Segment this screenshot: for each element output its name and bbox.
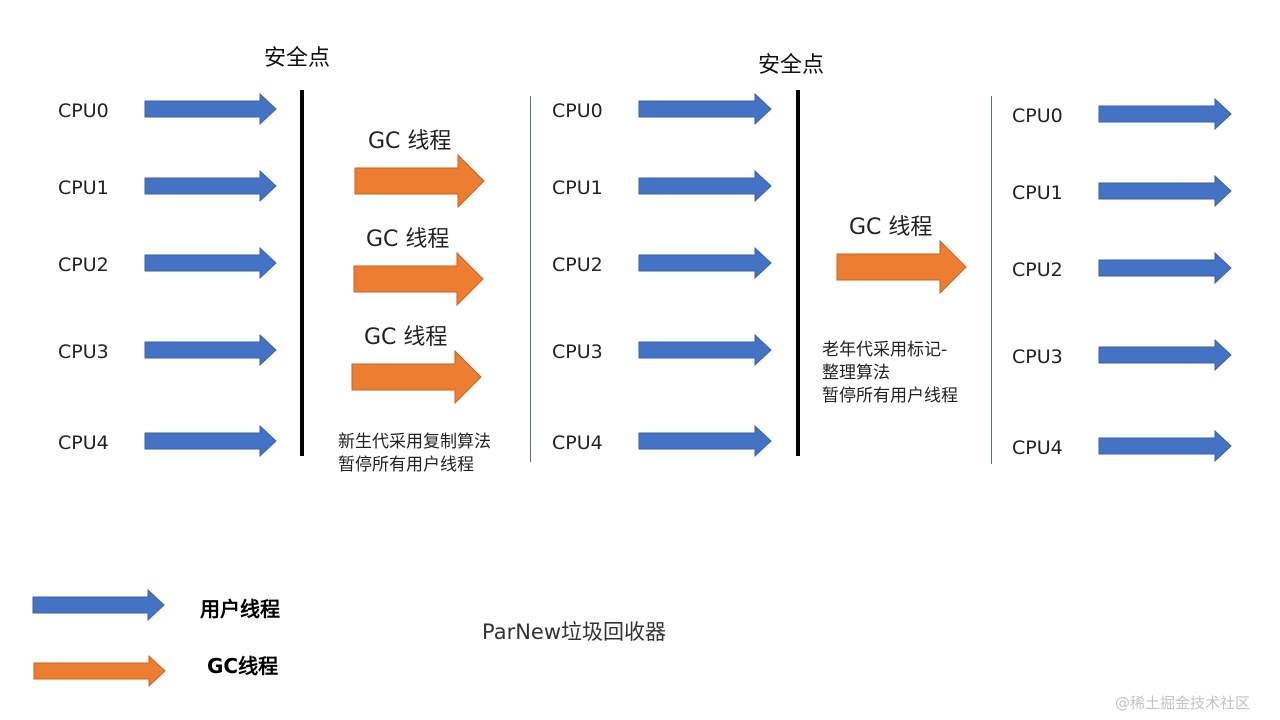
user-arrow-col2-3 — [638, 333, 772, 367]
young-gen-note-line-2: 暂停所有用户线程 — [338, 455, 474, 475]
cpu-label-col2-2: CPU2 — [552, 254, 603, 276]
gc-thread-label-old: GC 线程 — [849, 215, 933, 240]
safepoint-line-1 — [300, 90, 304, 456]
gc-thread-label-1: GC 线程 — [368, 129, 452, 154]
user-arrow-col3-0 — [1098, 97, 1232, 131]
legend-user-thread-label: 用户线程 — [200, 597, 280, 621]
cpu-label-col1-4: CPU4 — [58, 432, 109, 454]
old-gen-note-line-2: 整理算法 — [822, 363, 890, 383]
gc-arrow-young-3 — [351, 349, 482, 405]
cpu-label-col2-3: CPU3 — [552, 341, 603, 363]
user-arrow-col3-4 — [1098, 429, 1232, 463]
old-gen-note: 老年代采用标记- 整理算法 暂停所有用户线程 — [822, 339, 958, 408]
cpu-label-col3-4: CPU4 — [1012, 437, 1063, 459]
user-arrow-col1-1 — [144, 169, 277, 203]
old-gen-note-line-1: 老年代采用标记- — [822, 340, 948, 360]
safepoint-label-2: 安全点 — [758, 53, 825, 78]
user-arrow-col1-2 — [144, 246, 277, 280]
cpu-label-col1-3: CPU3 — [58, 341, 109, 363]
user-arrow-col1-3 — [144, 333, 277, 367]
gc-thread-label-3: GC 线程 — [364, 325, 448, 350]
phase-divider-2 — [991, 96, 992, 464]
safepoint-line-2 — [796, 90, 800, 456]
young-gen-note: 新生代采用复制算法 暂停所有用户线程 — [338, 431, 491, 477]
legend-gc-thread-label: GC线程 — [207, 654, 279, 678]
user-arrow-col3-3 — [1098, 338, 1232, 372]
legend-gc-thread-arrow — [33, 654, 166, 688]
gc-arrow-young-2 — [353, 251, 484, 307]
user-arrow-col1-0 — [144, 92, 277, 126]
young-gen-note-line-1: 新生代采用复制算法 — [338, 432, 491, 452]
cpu-label-col2-0: CPU0 — [552, 100, 603, 122]
old-gen-note-line-3: 暂停所有用户线程 — [822, 386, 958, 406]
cpu-label-col3-1: CPU1 — [1012, 182, 1063, 204]
gc-arrow-old — [836, 239, 967, 295]
diagram-caption: ParNew垃圾回收器 — [482, 620, 667, 644]
safepoint-label-1: 安全点 — [264, 46, 331, 71]
user-arrow-col2-2 — [638, 246, 772, 280]
cpu-label-col1-0: CPU0 — [58, 100, 109, 122]
cpu-label-col3-0: CPU0 — [1012, 105, 1063, 127]
cpu-label-col3-3: CPU3 — [1012, 346, 1063, 368]
user-arrow-col2-0 — [638, 92, 772, 126]
legend-user-thread-arrow — [32, 588, 165, 622]
gc-arrow-young-1 — [354, 153, 485, 209]
user-arrow-col3-1 — [1098, 174, 1232, 208]
phase-divider-1 — [530, 96, 531, 462]
cpu-label-col1-1: CPU1 — [58, 177, 109, 199]
watermark: @稀土掘金技术社区 — [1115, 694, 1251, 712]
cpu-label-col2-1: CPU1 — [552, 177, 603, 199]
user-arrow-col2-1 — [638, 169, 772, 203]
gc-thread-label-2: GC 线程 — [366, 227, 450, 252]
user-arrow-col1-4 — [144, 424, 277, 458]
user-arrow-col3-2 — [1098, 251, 1232, 285]
cpu-label-col2-4: CPU4 — [552, 432, 603, 454]
user-arrow-col2-4 — [638, 424, 772, 458]
cpu-label-col1-2: CPU2 — [58, 254, 109, 276]
cpu-label-col3-2: CPU2 — [1012, 259, 1063, 281]
